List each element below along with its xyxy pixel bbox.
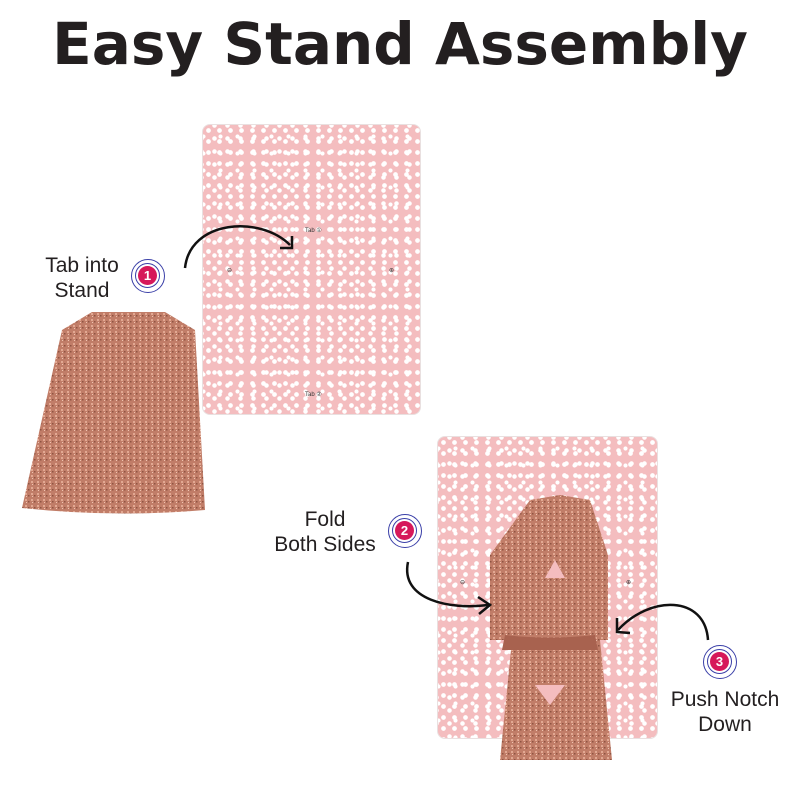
step-2-label: Fold Both Sides	[265, 507, 385, 557]
tab-2-mark: Tab ②	[305, 392, 322, 398]
step-3-line1: Push Notch	[670, 688, 780, 711]
step-3-line2: Down	[698, 713, 752, 736]
step-3-badge: 3	[703, 645, 737, 679]
step-2-line2: Both Sides	[274, 533, 376, 556]
tab-1-mark: Tab ①	[305, 228, 322, 234]
side-left-mark: ⊖	[460, 580, 466, 586]
step-1-line1: Tab into	[45, 254, 119, 277]
side-right-mark: ⊕	[389, 268, 395, 274]
folded-glitter-stand	[490, 495, 612, 760]
side-left-mark: ⊖	[227, 268, 233, 274]
glitter-stand-piece	[22, 312, 205, 514]
stand-card-top: Tab ① ⊖ ⊕ Tab ②	[202, 124, 421, 415]
side-right-mark: ⊕	[626, 580, 632, 586]
page-title: Easy Stand Assembly	[52, 10, 748, 78]
step-3-label: Push Notch Down	[660, 687, 790, 737]
step-1-label: Tab into Stand	[32, 253, 132, 303]
step-2-line1: Fold	[304, 508, 346, 531]
step-1-line2: Stand	[54, 279, 110, 302]
step-2-badge: 2	[388, 514, 422, 548]
step-1-badge: 1	[131, 259, 165, 293]
arrow-1	[183, 225, 291, 269]
arrow-2	[405, 561, 489, 608]
arrow-3	[617, 603, 710, 641]
